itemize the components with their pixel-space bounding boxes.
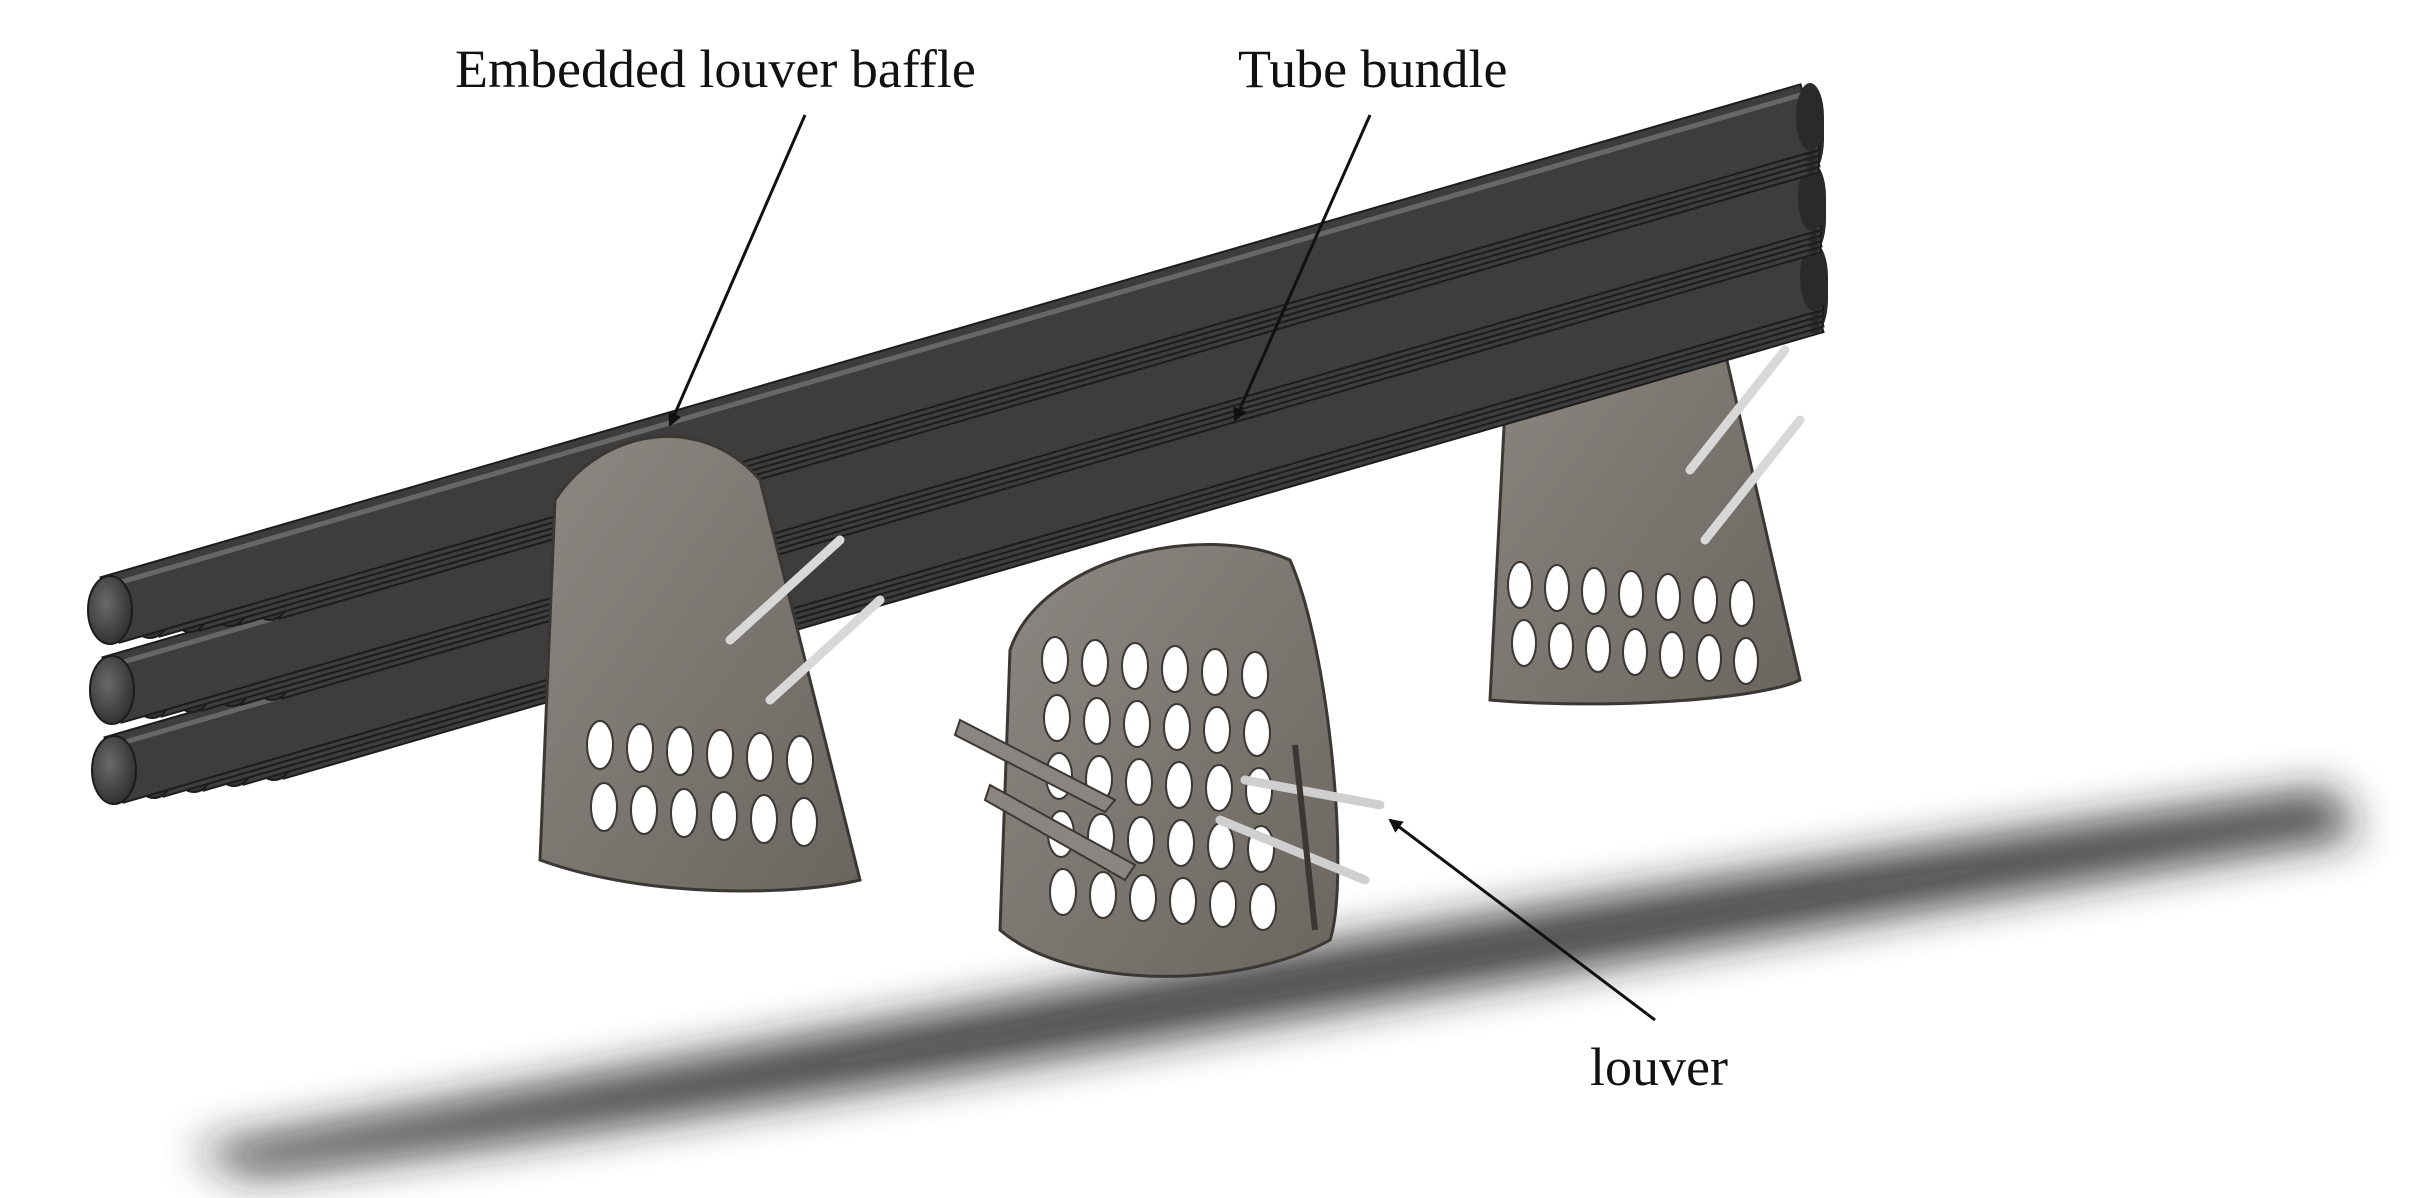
baffle-hole [790,797,818,847]
baffle-hole [1129,874,1157,922]
baffle-hole [1622,628,1648,676]
tube-end-cap [1796,83,1824,151]
baffle-hole [1241,651,1269,699]
floor-shadow [190,790,2360,1175]
tube-end-cap [1798,163,1826,231]
baffle-hole [1049,868,1077,916]
label-louver: louver [1590,1037,1728,1097]
baffle-hole [1729,579,1755,627]
baffle-hole [1733,637,1759,685]
baffle-hole [710,791,738,841]
baffle-hole [1205,764,1233,812]
baffle-hole [1692,576,1718,624]
leader-lines [668,114,1656,1022]
baffle-hole [1203,706,1231,754]
baffle-hole [1043,694,1071,742]
baffle-hole [1548,622,1574,670]
louver-bars-middle [953,718,1385,931]
baffle-hole [1659,631,1685,679]
baffle-hole [1511,619,1537,667]
baffle-hole [706,729,734,779]
baffle-hole [1585,625,1611,673]
louver-bars-left [725,535,885,705]
baffle-hole [1167,819,1195,867]
baffle-hole [1163,703,1191,751]
baffle-hole [1207,822,1235,870]
baffle-hole [1161,645,1189,693]
tube-front-cap [87,575,133,645]
baffle-hole [1123,700,1151,748]
baffle-hole [590,782,618,832]
baffle-hole [1245,767,1273,815]
label-tube-bundle: Tube bundle [1238,39,1508,99]
baffle-hole [1201,648,1229,696]
baffle-hole [1121,642,1149,690]
leader-bundle [1233,114,1372,422]
baffle-hole [1125,758,1153,806]
baffle-hole [630,785,658,835]
louver-bars-right [1685,345,1805,545]
baffle-hole [1089,871,1117,919]
baffle-hole [1169,877,1197,925]
baffle-hole [1083,697,1111,745]
baffle-hole [1081,639,1109,687]
baffle-hole [1127,816,1155,864]
baffle-hole [1507,561,1533,609]
leader-louver [1388,818,1656,1022]
baffle-hole [670,788,698,838]
baffle-left [538,435,885,893]
leader-baffle [668,114,807,427]
tube-highlight [102,91,1805,590]
tube-end-cap [1800,243,1828,311]
baffle-hole [1249,883,1277,931]
baffle-hole [1581,567,1607,615]
label-embedded-louver-baffle: Embedded louver baffle [455,39,976,99]
baffle-right-holes [1507,561,1759,685]
baffle-hole [750,794,778,844]
baffle-hole [1041,636,1069,684]
baffle-hole [1544,564,1570,612]
baffle-hole [626,723,654,773]
baffle-hole [1655,573,1681,621]
baffle-left-holes [586,720,818,847]
baffle-middle [953,542,1385,978]
baffle-hole [1243,709,1271,757]
baffle-hole [1618,570,1644,618]
tube-front-cap [89,655,135,725]
baffle-hole [666,726,694,776]
baffle-hole [746,732,774,782]
tube-front-cap [91,735,137,805]
baffle-hole [786,735,814,785]
baffle-hole [1209,880,1237,928]
baffle-hole [586,720,614,770]
baffle-hole [1165,761,1193,809]
baffle-hole [1696,634,1722,682]
